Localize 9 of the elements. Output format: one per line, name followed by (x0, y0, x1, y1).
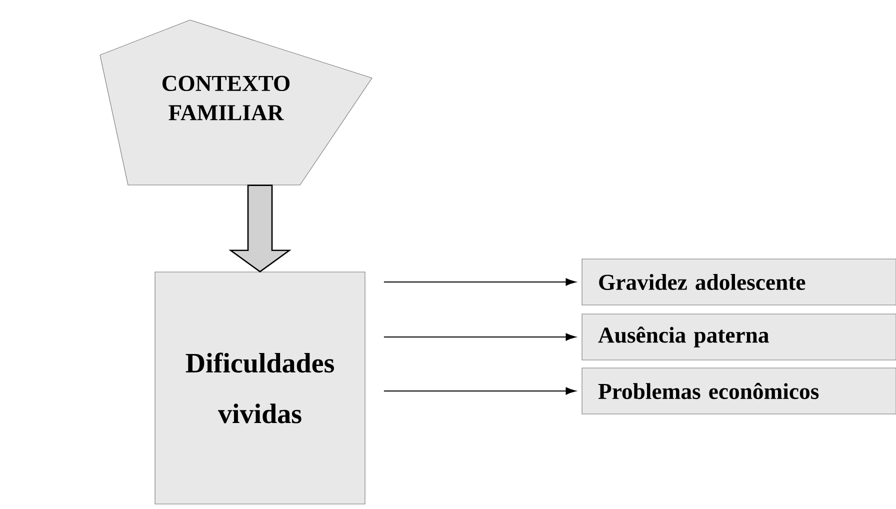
text-box: Gravidez adolescente (582, 258, 896, 306)
arrow (384, 333, 576, 341)
process-box: Dificuldades vividas (154, 272, 366, 504)
block-arrow (228, 184, 292, 273)
text-box: Problemas econômicos (582, 368, 896, 414)
arrow (384, 387, 576, 395)
arrow (384, 278, 576, 286)
text-box: Ausência paterna (582, 314, 896, 360)
pentagon-box: CONTEXTO FAMILIAR (100, 20, 372, 186)
